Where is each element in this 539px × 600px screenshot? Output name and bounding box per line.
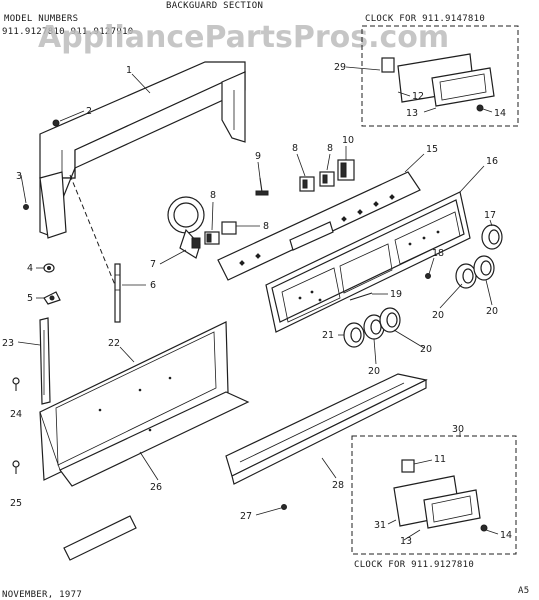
- callout-10: 10: [342, 135, 354, 146]
- socket-10: [337, 159, 355, 181]
- callout-30: 30: [452, 424, 464, 435]
- trim-rail-28: [225, 373, 428, 485]
- callout-8-a: 8: [210, 190, 216, 201]
- callout-24: 24: [10, 409, 22, 420]
- callout-17: 17: [484, 210, 496, 221]
- callout-27: 27: [240, 511, 252, 522]
- callout-9: 9: [255, 151, 261, 162]
- screw-3: [23, 204, 29, 210]
- callout-13-b: 13: [400, 536, 412, 547]
- backguard-cover: [39, 61, 246, 239]
- callout-8-b: 8: [263, 221, 269, 232]
- callout-8-d: 8: [327, 143, 333, 154]
- callout-18: 18: [432, 248, 444, 259]
- callout-13-a: 13: [406, 108, 418, 119]
- rod-19: [349, 292, 373, 301]
- switch-8-mid: [221, 221, 237, 235]
- callout-3: 3: [16, 171, 22, 182]
- callout-numbers: 1 2 3 4 5 6 7 8 8 8 8 9 10 11 12 13 13 1…: [2, 62, 512, 547]
- footer-page-code: A5: [518, 586, 529, 596]
- spring-clip-9: [255, 177, 269, 196]
- screw-27: [281, 504, 287, 510]
- callout-26: 26: [150, 482, 162, 493]
- callout-6: 6: [150, 280, 156, 291]
- switch-8-right-b: [319, 171, 335, 187]
- screw-25: [12, 460, 20, 474]
- leader-lines: [17, 66, 499, 541]
- callout-4: 4: [27, 263, 33, 274]
- knob-21: [343, 322, 365, 348]
- callout-22: 22: [108, 338, 120, 349]
- callout-14-a: 14: [494, 108, 506, 119]
- screw-24: [12, 377, 20, 391]
- callout-31: 31: [374, 520, 386, 531]
- callout-1: 1: [126, 65, 132, 76]
- clock-box-top: [361, 25, 519, 127]
- callout-5: 5: [27, 293, 33, 304]
- callout-19: 19: [390, 289, 402, 300]
- callout-15: 15: [426, 144, 438, 155]
- callout-2: 2: [86, 106, 92, 117]
- model-label: MODEL NUMBERS: [4, 14, 78, 24]
- knob-20-a: [455, 263, 477, 289]
- callout-21: 21: [322, 330, 334, 341]
- side-strip-23: [39, 317, 51, 405]
- callout-23: 23: [2, 338, 14, 349]
- screw-2: [52, 119, 60, 127]
- clock-bottom-label: CLOCK FOR 911.9127810: [354, 560, 474, 570]
- callout-25: 25: [10, 498, 22, 509]
- knob-20-d: [379, 307, 401, 333]
- clock-box-bottom: [351, 435, 517, 555]
- callout-20-d: 20: [368, 366, 380, 377]
- clip-5: [43, 291, 61, 305]
- section-title: BACKGUARD SECTION: [166, 1, 263, 11]
- callout-14-b: 14: [500, 530, 512, 541]
- panel-frame-16: [265, 191, 471, 333]
- model-numbers: 911.9127810 911.9127910: [2, 27, 134, 37]
- callout-8-c: 8: [292, 143, 298, 154]
- knob-17: [481, 224, 503, 250]
- callout-12: 12: [412, 91, 424, 102]
- callout-7: 7: [150, 259, 156, 270]
- clock-top-label: CLOCK FOR 911.9147810: [365, 14, 485, 24]
- bracket-6: [114, 263, 121, 323]
- control-panel-15: [217, 171, 421, 281]
- footer-date: NOVEMBER, 1977: [2, 590, 82, 600]
- screw-18: [425, 273, 431, 279]
- callout-20-b: 20: [486, 306, 498, 317]
- rear-panel-22: [39, 321, 250, 561]
- watermark: AppliancePartsPros.com: [38, 20, 449, 55]
- knob-20-b: [473, 255, 495, 281]
- callout-28: 28: [332, 480, 344, 491]
- callout-29: 29: [334, 62, 346, 73]
- timer-switch: [167, 196, 205, 259]
- switch-8-left: [204, 231, 220, 245]
- callout-11: 11: [434, 454, 446, 465]
- callout-20-c: 20: [420, 344, 432, 355]
- nut-4: [43, 263, 55, 273]
- switch-8-right-a: [299, 176, 315, 192]
- callout-16: 16: [486, 156, 498, 167]
- callout-20-a: 20: [432, 310, 444, 321]
